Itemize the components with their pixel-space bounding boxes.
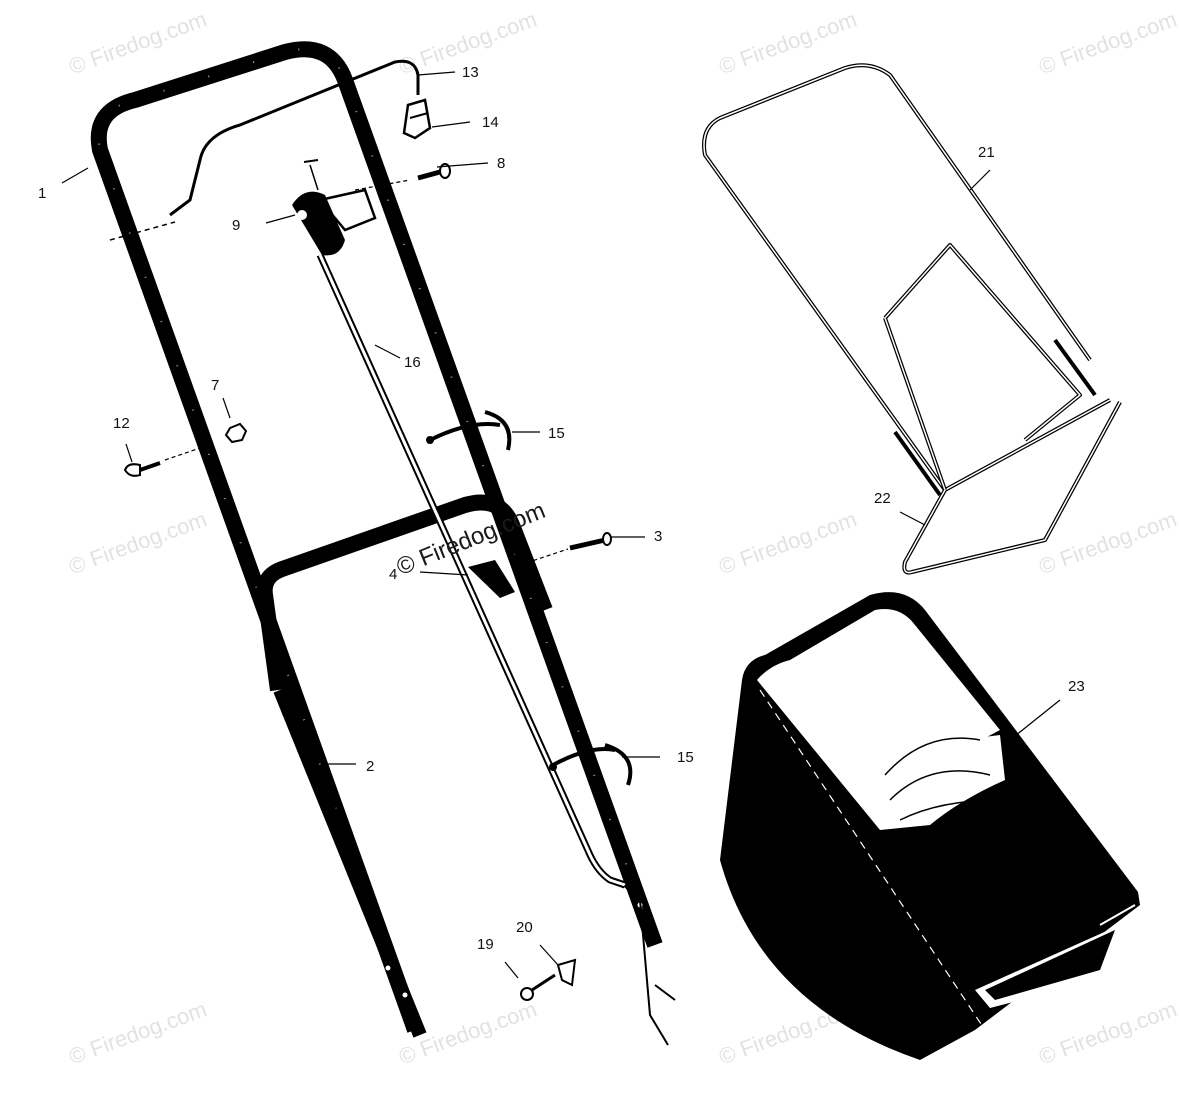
callout-15-lower: 15 — [677, 749, 694, 766]
leader-lines — [61, 71, 1061, 979]
grass-bag — [720, 592, 1140, 1060]
callout-15-upper: 15 — [548, 425, 565, 442]
callout-9: 9 — [232, 217, 241, 234]
control-bail — [169, 59, 420, 217]
callout-16: 16 — [404, 354, 421, 371]
bolt — [354, 163, 451, 191]
cable-mount — [292, 159, 377, 256]
callout-12: 12 — [113, 415, 130, 432]
bag-frame — [702, 63, 1111, 492]
cable-bracket — [520, 958, 577, 1001]
cable-tie — [549, 743, 633, 786]
cable-clip — [402, 98, 432, 140]
callout-21: 21 — [978, 144, 995, 161]
cable-tie — [426, 410, 512, 451]
handle-knob — [468, 560, 515, 598]
callout-8: 8 — [497, 155, 506, 172]
callout-1: 1 — [38, 185, 47, 202]
callout-4: 4 — [389, 566, 398, 583]
callout-23: 23 — [1068, 678, 1085, 695]
callout-7: 7 — [211, 377, 220, 394]
callout-22: 22 — [874, 490, 891, 507]
callout-13: 13 — [462, 64, 479, 81]
bag-bracket — [893, 401, 1122, 575]
lower-handle — [256, 494, 643, 1038]
callout-14: 14 — [482, 114, 499, 131]
callout-2: 2 — [366, 758, 375, 775]
callout-20: 20 — [516, 919, 533, 936]
callout-19: 19 — [477, 936, 494, 953]
handle-bolt — [123, 447, 201, 477]
upper-handle — [90, 41, 663, 1033]
hex-nut — [224, 422, 248, 444]
carriage-bolt — [519, 532, 612, 566]
callout-3: 3 — [654, 528, 663, 545]
